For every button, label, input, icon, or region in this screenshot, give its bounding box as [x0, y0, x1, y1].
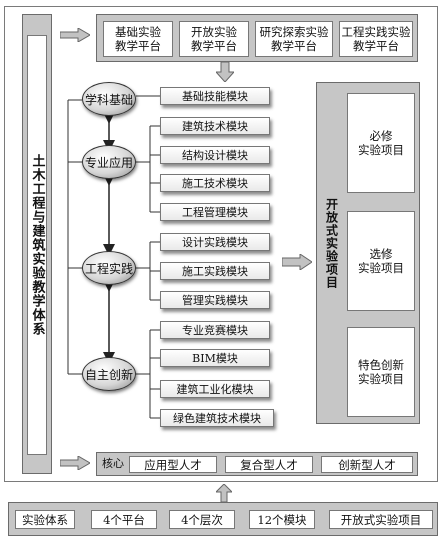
system-column: 土木工程与建筑实验教学体系 — [22, 14, 52, 474]
arrow-to-core-icon — [60, 456, 90, 470]
summary-levels: 4个层次 — [169, 510, 235, 529]
arrow-up-icon — [216, 484, 232, 502]
arrow-to-projects-icon — [282, 254, 312, 270]
platform-basic: 基础实验 教学平台 — [103, 21, 173, 57]
module-design-practice: 设计实践模块 — [160, 233, 270, 251]
project-required: 必修 实验项目 — [347, 93, 415, 193]
project-elective: 选修 实验项目 — [347, 211, 415, 311]
project-featured-innovation: 特色创新 实验项目 — [347, 327, 415, 417]
talent-applied: 应用型人才 — [129, 456, 217, 473]
arrow-down-icon — [216, 62, 234, 82]
summary-platforms: 4个平台 — [91, 510, 157, 529]
module-construction-practice: 施工实践模块 — [160, 262, 270, 280]
level-subject-basis: 学科基础 — [82, 82, 136, 116]
module-building-technology: 建筑技术模块 — [160, 117, 270, 135]
summary-open-projects: 开放式实验项目 — [329, 510, 433, 529]
platform-engineering: 工程实践实验 教学平台 — [339, 21, 413, 57]
module-management-practice: 管理实践模块 — [160, 291, 270, 309]
module-green-building: 绿色建筑技术模块 — [160, 409, 274, 427]
open-projects-panel: 开放式实验项目 必修 实验项目 选修 实验项目 特色创新 实验项目 — [316, 82, 420, 424]
outer-frame — [4, 6, 438, 482]
summary-modules: 12个模块 — [249, 510, 315, 529]
talent-composite: 复合型人才 — [225, 456, 313, 473]
module-basic-skills: 基础技能模块 — [160, 87, 270, 105]
module-professional-competition: 专业竞赛模块 — [160, 321, 270, 339]
module-structural-design: 结构设计模块 — [160, 146, 270, 164]
module-engineering-management: 工程管理模块 — [160, 203, 270, 221]
platform-research: 研究探索实验 教学平台 — [255, 21, 333, 57]
module-bim: BIM模块 — [160, 349, 270, 367]
core-label: 核心 — [102, 457, 124, 470]
talent-innovative: 创新型人才 — [321, 456, 413, 473]
arrow-to-platforms-icon — [60, 28, 90, 42]
level-engineering-practice: 工程实践 — [82, 251, 136, 285]
level-independent-innovation: 自主创新 — [82, 357, 136, 391]
module-building-industrialization: 建筑工业化模块 — [160, 380, 270, 398]
level-professional-application: 专业应用 — [82, 145, 136, 179]
summary-bar: 实验体系 4个平台 4个层次 12个模块 开放式实验项目 — [8, 502, 438, 536]
open-projects-title: 开放式实验项目 — [324, 197, 339, 289]
summary-system: 实验体系 — [15, 510, 75, 529]
module-construction-technology: 施工技术模块 — [160, 174, 270, 192]
platforms-panel: 基础实验 教学平台 开放实验 教学平台 研究探索实验 教学平台 工程实践实验 教… — [96, 14, 418, 62]
platform-open: 开放实验 教学平台 — [179, 21, 249, 57]
core-panel: 核心 应用型人才 复合型人才 创新型人才 — [96, 452, 418, 476]
system-title: 土木工程与建筑实验教学体系 — [27, 35, 47, 455]
